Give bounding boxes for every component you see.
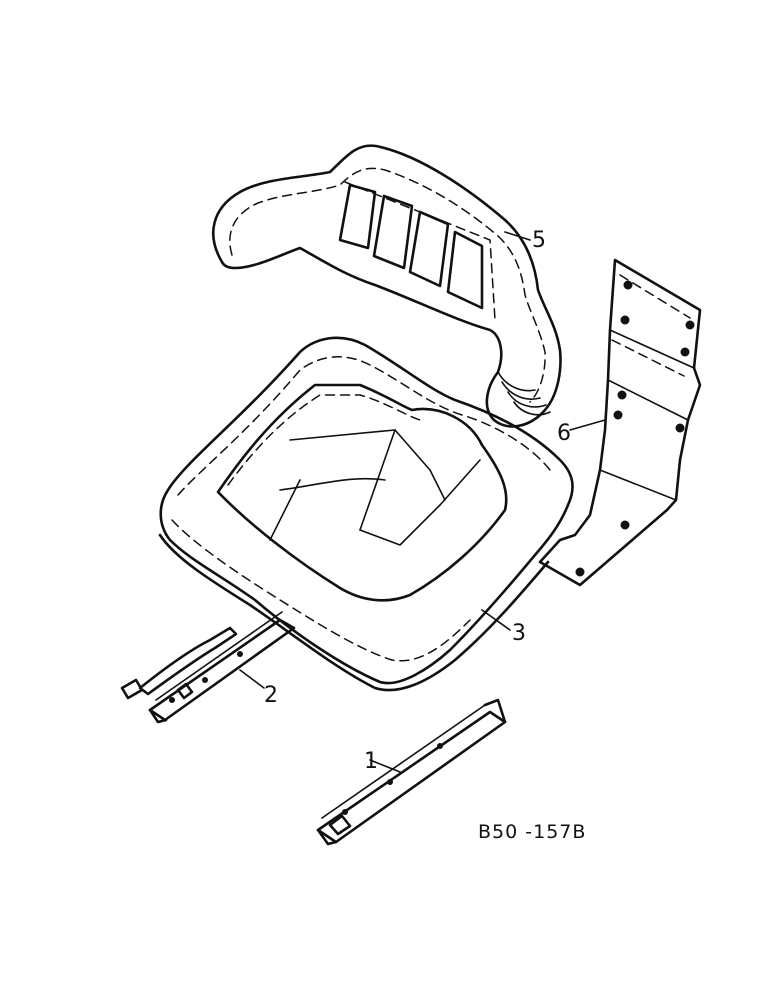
reference-code: B50 -157B xyxy=(478,821,586,843)
callout-5: 5 xyxy=(532,228,546,253)
callout-2: 2 xyxy=(264,683,278,708)
callout-3: 3 xyxy=(512,621,526,646)
callout-1: 1 xyxy=(364,749,378,774)
leader-lines xyxy=(239,231,606,773)
callout-6: 6 xyxy=(557,421,571,446)
mounting-bracket-part-6 xyxy=(538,258,702,587)
seat-cushion-part-3 xyxy=(158,336,574,692)
slide-rail-part-1 xyxy=(316,698,507,846)
slide-rail-part-2 xyxy=(120,611,296,724)
backrest-part-5 xyxy=(212,144,562,428)
